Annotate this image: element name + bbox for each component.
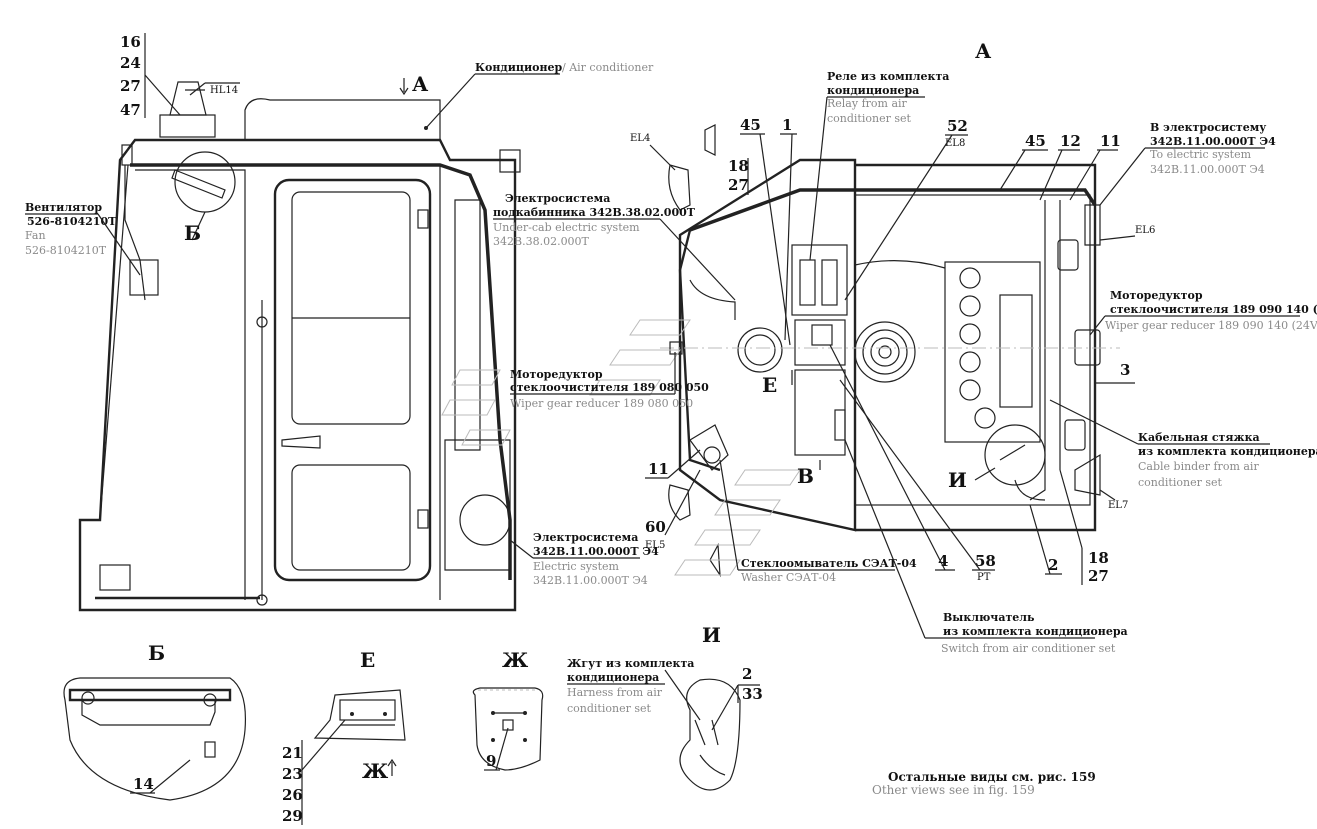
relay-label-2: кондиционера <box>827 84 919 97</box>
lamp-label: EL6 <box>1135 225 1155 236</box>
callout-18b: 18 <box>1088 549 1109 567</box>
switch-label: Выключатель <box>943 611 1035 624</box>
binder-label: Кабельная стяжка <box>1138 431 1260 444</box>
wiper1-label: Моторедуктор <box>510 368 603 381</box>
stack-e-number: 23 <box>282 765 303 783</box>
view-e-title: Е <box>360 648 375 672</box>
relay-label-en-2: conditioner set <box>827 112 911 125</box>
toelec-label-2: 342В.11.00.000Т Э4 <box>1150 135 1276 148</box>
pt-label: РТ <box>977 572 991 583</box>
toelec-label-en: To electric system <box>1150 148 1252 161</box>
view-b-callout: Б <box>184 221 201 245</box>
callout-1: 1 <box>782 116 792 134</box>
harness-label-2: кондиционера <box>567 671 659 684</box>
binder-label-2: из комплекта кондиционера <box>1138 445 1317 458</box>
view-a-arrow-label: А <box>412 72 429 96</box>
callout-45b: 45 <box>1025 132 1046 150</box>
view-zh-callout: Ж <box>362 759 389 783</box>
cab-side-view <box>78 81 521 612</box>
callout-2b: 2 <box>742 665 752 683</box>
stack-number: 24 <box>120 54 141 72</box>
callout-2: 2 <box>1048 556 1058 574</box>
detail-zh <box>472 687 544 771</box>
other-views-note: Остальные виды см. рис. 159 <box>888 770 1096 784</box>
callout-3: 3 <box>1120 361 1130 379</box>
callout-4: 4 <box>938 552 948 570</box>
detail-e <box>313 689 406 741</box>
fan-code-en: 526-8104210Т <box>25 244 107 257</box>
view-zh-title: Ж <box>502 648 529 672</box>
relay-label-en: Relay from air <box>827 97 908 110</box>
callout-14: 14 <box>133 775 154 793</box>
stack-number: 16 <box>120 33 141 51</box>
left-number-stack: 16 24 27 47 <box>120 33 181 119</box>
undercab-label: Электросистема <box>505 192 610 205</box>
undercab-label-en-2: 342В.38.02.000Т <box>493 235 590 248</box>
callout-45: 45 <box>740 116 761 134</box>
callout-60: 60 <box>645 518 666 536</box>
callout-27: 27 <box>728 176 749 194</box>
hl14-label: HL14 <box>210 85 238 96</box>
callout-18: 18 <box>728 157 749 175</box>
lamp-label: EL4 <box>630 133 650 144</box>
stack-e-number: 26 <box>282 786 303 804</box>
switch-label-en: Switch from air conditioner set <box>941 642 1116 655</box>
view-b-title: Б <box>148 641 165 665</box>
toelec-label-en-2: 342В.11.00.000Т Э4 <box>1150 163 1265 176</box>
undercab-label-en: Under-cab electric system <box>493 221 640 234</box>
elec-label-2: 342В.11.00.000Т Э4 <box>533 545 659 558</box>
lamp-label: EL7 <box>1108 500 1128 511</box>
callout-9: 9 <box>486 752 496 770</box>
switch-label-2: из комплекта кондиционера <box>943 625 1128 638</box>
relay-label: Реле из комплекта <box>827 70 949 83</box>
other-views-note-en: Other views see in fig. 159 <box>872 783 1035 797</box>
callout-27b: 27 <box>1088 567 1109 585</box>
fan-label-en: Fan <box>25 229 46 242</box>
callout-58: 58 <box>975 552 996 570</box>
detail-i <box>679 678 741 791</box>
lamp-label: EL8 <box>945 138 965 149</box>
stack-e-number: 21 <box>282 744 303 762</box>
toelec-label: В электросистему <box>1150 121 1266 134</box>
detail-b <box>63 677 247 801</box>
fan-label: Вентилятор <box>25 201 102 214</box>
fan-code: 526-8104210Т <box>27 215 117 228</box>
callout-12: 12 <box>1060 132 1081 150</box>
elec-label-en-2: 342В.11.00.000Т Э4 <box>533 574 648 587</box>
view-i-callout: И <box>948 468 967 492</box>
stack-e-number: 29 <box>282 807 303 825</box>
view-e-callout: Е <box>762 373 777 397</box>
stack-number: 27 <box>120 77 141 95</box>
harness-label-en: Harness from air <box>567 686 663 699</box>
callout-11b: 11 <box>648 460 669 478</box>
callout-52: 52 <box>947 117 968 135</box>
wiper2-label-en: Wiper gear reducer 189 090 140 (24V) <box>1105 319 1317 332</box>
undercab-label-2: подкабинника 342В.38.02.000Т <box>493 206 696 219</box>
view-i-title: И <box>702 623 721 647</box>
washer-label: Стеклоомыватель СЭАТ-04 <box>741 557 917 570</box>
lamp-label: EL5 <box>645 540 665 551</box>
binder-label-en: Cable binder from air <box>1138 460 1259 473</box>
wiper2-label: Моторедуктор <box>1110 289 1203 302</box>
callout-11: 11 <box>1100 132 1121 150</box>
stack-number: 47 <box>120 101 141 119</box>
wiper2-label-2: стеклоочистителя 189 090 140 (24В) <box>1110 303 1317 316</box>
watermark <box>441 319 801 576</box>
conditioner-label-en: / Air conditioner <box>562 61 654 74</box>
view-v-callout: В <box>797 464 814 488</box>
front-view-a <box>660 124 1120 578</box>
elec-label-en: Electric system <box>533 560 620 573</box>
washer-label-en: Washer СЭАТ-04 <box>741 571 836 584</box>
binder-label-en-2: conditioner set <box>1138 476 1222 489</box>
elec-label: Электросистема <box>533 531 638 544</box>
harness-label-en-2: conditioner set <box>567 702 651 715</box>
conditioner-label: Кондиционер <box>475 61 563 74</box>
wiper1-label-en: Wiper gear reducer 189 080 050 <box>510 397 693 410</box>
view-a-title: А <box>975 39 992 63</box>
callout-33: 33 <box>742 685 763 703</box>
harness-label: Жгут из комплекта <box>567 657 694 670</box>
wiper1-label-2: стеклоочистителя 189 080 050 <box>510 381 709 394</box>
